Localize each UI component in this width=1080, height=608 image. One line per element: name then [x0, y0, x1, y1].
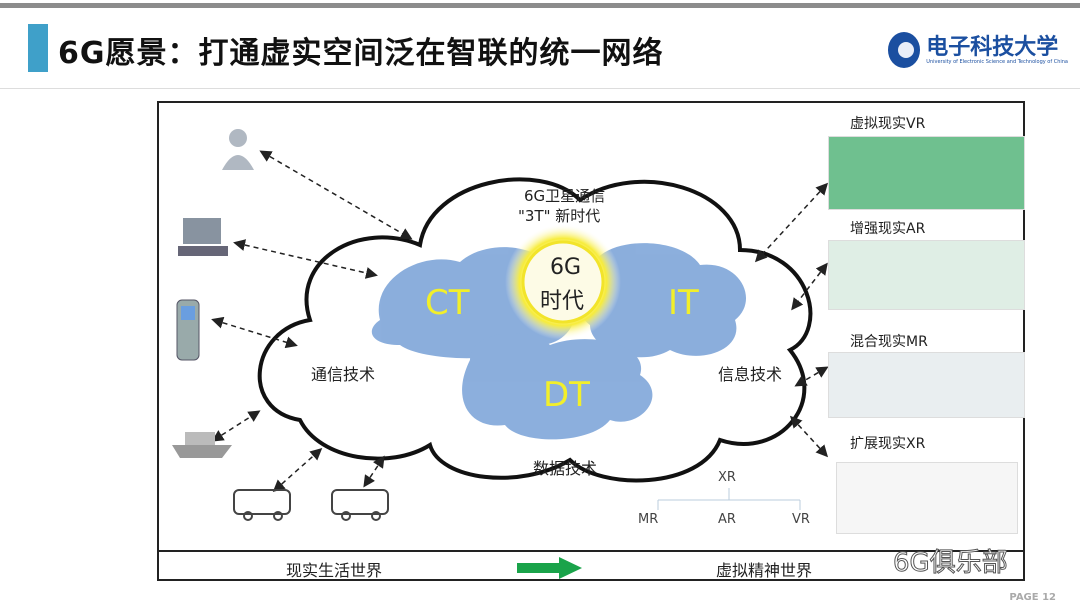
- xr-image: [836, 462, 1018, 534]
- logo-name: 电子科技大学: [926, 34, 1059, 60]
- tree-ar: AR: [718, 512, 736, 527]
- mr-label: 混合现实MR: [850, 334, 928, 350]
- vr-image: [828, 136, 1025, 210]
- virtual-world-label: 虚拟精神世界: [716, 561, 813, 580]
- center-6g: 6G: [550, 255, 582, 280]
- center-circle: [521, 240, 605, 324]
- diagram-frame: [157, 101, 1025, 581]
- label-dt: DT: [543, 375, 590, 415]
- title-accent: [28, 24, 48, 72]
- car-icon: [331, 489, 389, 521]
- logo-english: University of Electronic Science and Tec…: [926, 59, 1068, 65]
- progress-arrow: [517, 557, 582, 579]
- person-icon: [222, 129, 254, 170]
- laptop-icon: [178, 218, 228, 256]
- bottom-strip: [157, 550, 1025, 583]
- ar-image: [828, 240, 1025, 310]
- tree-mr: MR: [638, 512, 659, 527]
- tree-xr: XR: [718, 470, 736, 485]
- phone-icon: [176, 299, 200, 361]
- label-info-tech: 信息技术: [718, 365, 783, 384]
- page-title: 6G愿景：打通虚实空间泛在智联的统一网络: [58, 36, 664, 71]
- xr-label: 扩展现实XR: [850, 436, 926, 452]
- label-ct: CT: [425, 283, 470, 323]
- cloud-top-line1: 6G卫星通信: [524, 187, 606, 205]
- label-it: IT: [668, 283, 699, 323]
- center-era: 时代: [540, 289, 585, 314]
- vr-label: 虚拟现实VR: [850, 116, 926, 132]
- mr-image: [828, 352, 1025, 418]
- dashed-arrows: [211, 150, 829, 492]
- top-bar: [0, 3, 1080, 8]
- car-icon: [233, 489, 291, 521]
- label-comm-tech: 通信技术: [311, 365, 376, 384]
- page-number: PAGE 12: [1009, 592, 1056, 603]
- label-data-tech: 数据技术: [533, 459, 598, 478]
- university-logo: 电子科技大学 University of Electronic Science …: [888, 28, 1068, 72]
- ar-label: 增强现实AR: [850, 221, 926, 237]
- real-world-label: 现实生活世界: [286, 561, 383, 580]
- watermark: 6G俱乐部: [893, 548, 1009, 579]
- xr-tree: [657, 488, 801, 510]
- ship-icon: [172, 432, 232, 458]
- seal-icon: [888, 32, 921, 68]
- dt-blob: [462, 333, 653, 440]
- divider: [0, 88, 1080, 89]
- tree-vr: VR: [792, 512, 810, 527]
- cloud-top-line2: "3T" 新时代: [518, 207, 601, 225]
